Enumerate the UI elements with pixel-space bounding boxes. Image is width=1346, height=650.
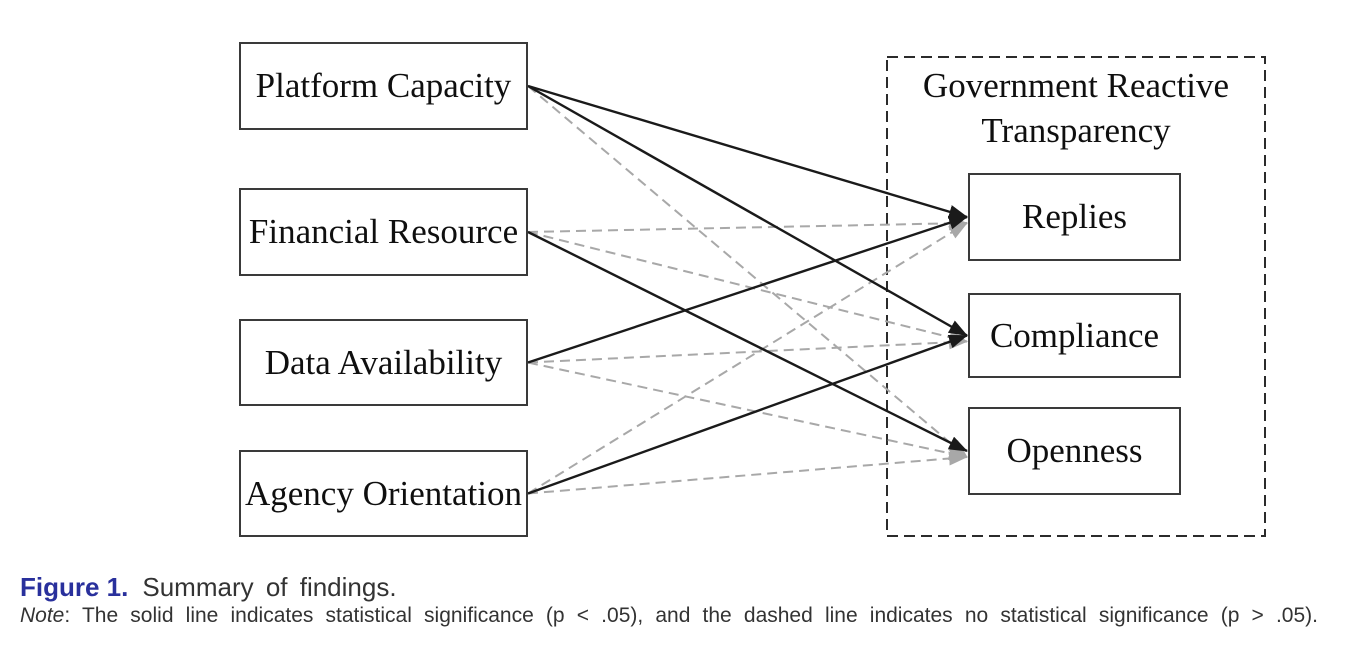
edge-agency-orientation-to-replies — [527, 222, 968, 495]
figure-note-label: Note — [20, 604, 65, 627]
node-platform-capacity: Platform Capacity — [239, 42, 528, 130]
node-label: Replies — [1022, 197, 1127, 236]
outcome-group-frame — [886, 56, 1266, 537]
node-replies: Replies — [968, 173, 1181, 261]
figure-caption-text: Summary of findings. — [142, 572, 397, 602]
node-label: Financial Resource — [248, 212, 519, 251]
node-financial-resource: Financial Resource — [239, 188, 528, 276]
edge-financial-resource-to-compliance — [527, 231, 968, 344]
outcome-group-title: Government Reactive Transparency — [922, 66, 1230, 150]
figure-note-text: : The solid line indicates statistical s… — [64, 604, 1318, 627]
figure-caption-label: Figure 1. — [20, 572, 129, 602]
node-agency-orientation: Agency Orientation — [239, 450, 528, 537]
edges-group — [527, 84, 968, 495]
edge-platform-capacity-to-compliance — [527, 84, 968, 337]
node-compliance: Compliance — [968, 293, 1181, 378]
node-label: Compliance — [989, 315, 1160, 355]
node-data-availability: Data Availability — [239, 319, 528, 406]
node-label: Data Availability — [264, 342, 503, 382]
figure-caption: Figure 1. Summary of findings. — [20, 572, 397, 603]
edge-agency-orientation-to-openness — [527, 451, 968, 495]
node-label: Agency Orientation — [245, 473, 522, 513]
edge-financial-resource-to-openness — [527, 230, 968, 453]
edge-data-availability-to-compliance — [527, 335, 968, 364]
edge-agency-orientation-to-compliance — [527, 334, 968, 495]
edge-data-availability-to-replies — [527, 215, 968, 364]
node-label: Platform Capacity — [255, 66, 512, 105]
edge-data-availability-to-openness — [527, 361, 968, 461]
node-openness: Openness — [968, 407, 1181, 495]
edge-financial-resource-to-replies — [527, 216, 968, 233]
figure-note: Note: The solid line indicates statistic… — [20, 604, 1318, 628]
node-label: Openness — [1006, 431, 1143, 470]
edge-platform-capacity-to-replies — [527, 84, 968, 219]
